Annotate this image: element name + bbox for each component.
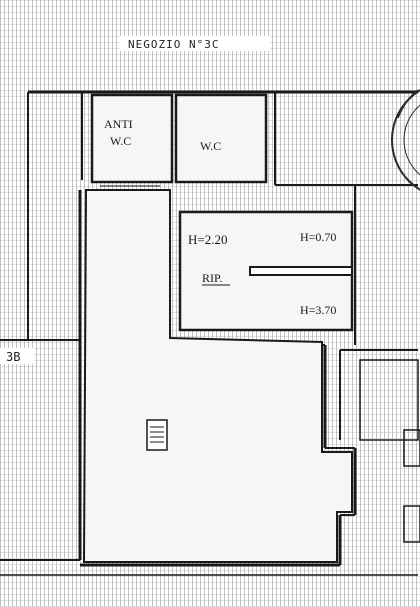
label-backdrop-left: [0, 348, 34, 364]
wc-label: W.C: [200, 139, 221, 153]
neighbor-top-label: NEGOZIO N°3C: [128, 38, 219, 51]
height-right-label: H=0.70: [300, 230, 336, 244]
height-left-label: H=2.20: [188, 232, 227, 247]
anti-wc-label-line1: ANTI: [104, 117, 133, 131]
stair-icon: [146, 419, 168, 451]
anti-wc-label-line2: W.C: [110, 134, 131, 148]
seal-stamp: [391, 89, 420, 191]
neighbor-left-label: 3B: [6, 350, 20, 364]
adjacent-rooms-right: [359, 359, 420, 543]
storage-divider: [249, 266, 353, 276]
label-backdrop-top: [120, 36, 270, 51]
anti-wc-room: [90, 93, 174, 184]
wc-room: [174, 93, 268, 184]
main-shop-floor: [82, 189, 353, 563]
height-lower-label: H=3.70: [300, 303, 336, 317]
storage-label: RIP.: [202, 271, 222, 285]
